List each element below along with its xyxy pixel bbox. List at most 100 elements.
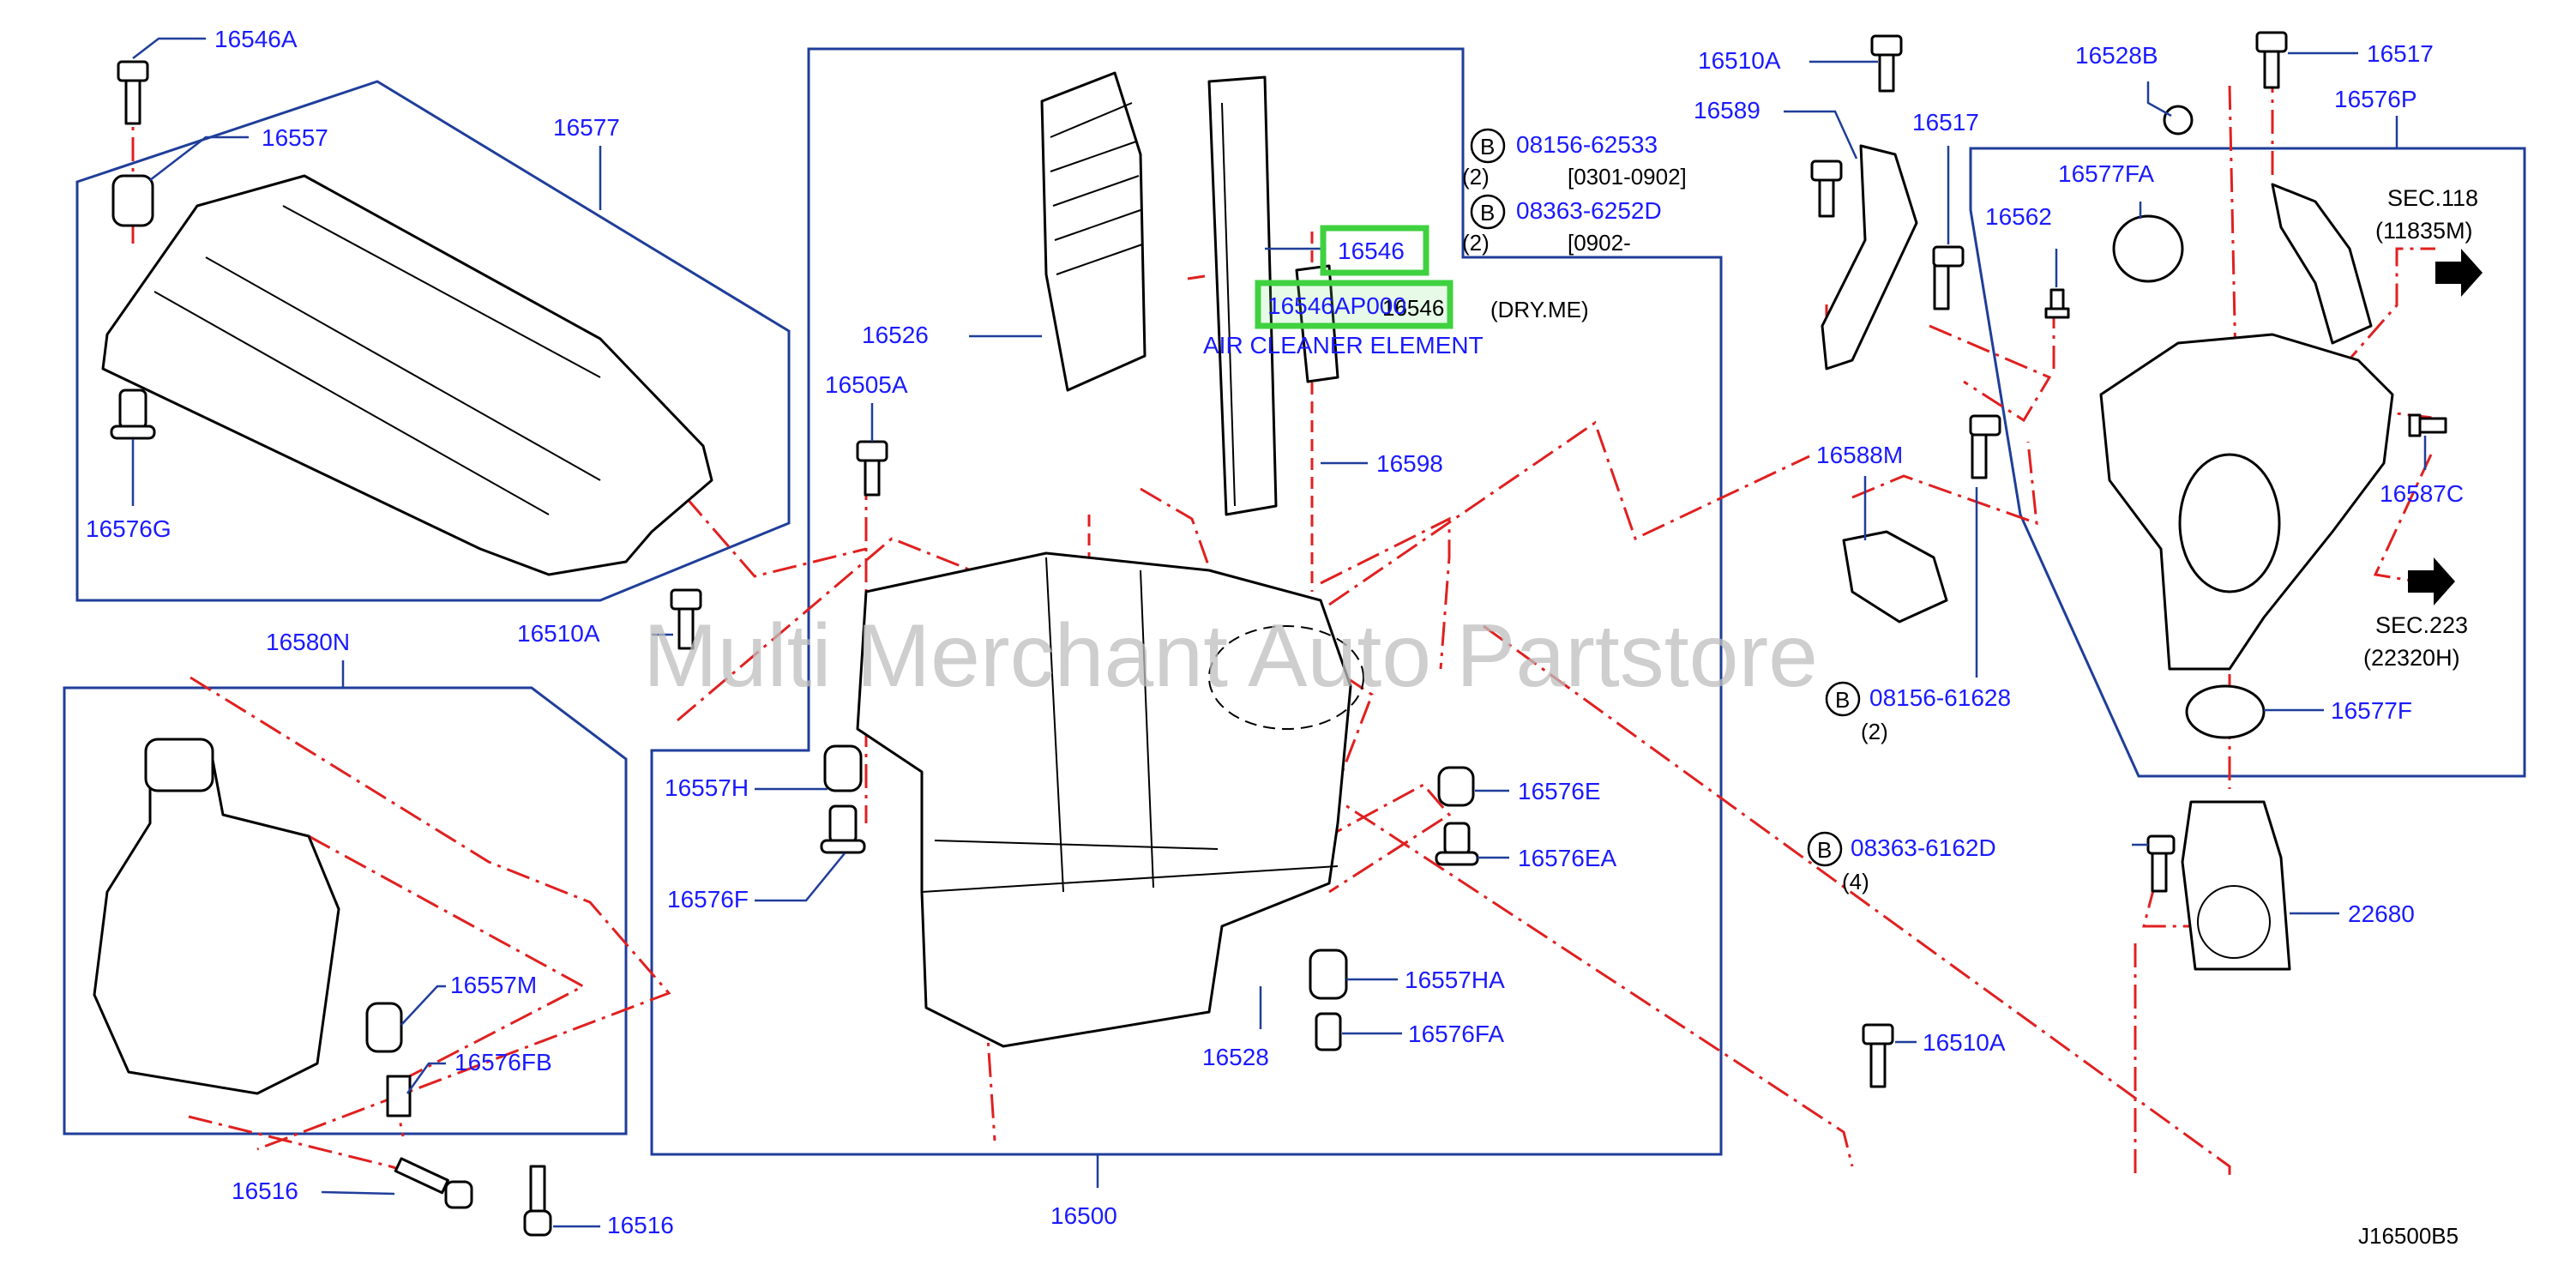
- part-label[interactable]: 16557H: [665, 774, 749, 801]
- airflow-meter-bore: [2197, 885, 2271, 959]
- body-detail: [921, 557, 1339, 893]
- part-label[interactable]: 16576EA: [1518, 845, 1617, 871]
- intake-bellows: [2178, 453, 2281, 593]
- b-marker-letter: B: [1817, 837, 1832, 863]
- bolt-qty: (2): [1861, 719, 1888, 744]
- part-label[interactable]: 16580N: [266, 629, 350, 655]
- assembly-line: [1929, 324, 2052, 423]
- part-label[interactable]: 16516: [232, 1178, 298, 1204]
- b-marker-icon: [1470, 194, 1506, 230]
- part-label[interactable]: 16576P: [2334, 86, 2417, 112]
- part-label[interactable]: 16576F: [667, 886, 749, 913]
- part-label[interactable]: 16577: [553, 114, 620, 141]
- bolt-number-08363-6252D[interactable]: 08363-6252D: [1516, 197, 1662, 224]
- bolt-number-08363-6162D[interactable]: 08363-6162D: [1851, 834, 1996, 861]
- part-label-16546[interactable]: 16546: [1338, 238, 1405, 264]
- cover-ribs: [1050, 102, 1143, 275]
- bolt-qty: (2): [1462, 230, 1490, 256]
- grommet-icon: [1437, 766, 1475, 807]
- collar-icon: [820, 804, 866, 854]
- leader-line: [132, 37, 206, 59]
- bolt-range: [0301-0902]: [1568, 164, 1687, 190]
- frame-group: [63, 47, 2526, 1156]
- section-ref: SEC.118: [2387, 185, 2478, 211]
- part-label[interactable]: 16510A: [517, 620, 600, 647]
- part-label[interactable]: 16577F: [2331, 697, 2412, 724]
- b-marker-letter: B: [1480, 200, 1495, 226]
- assembly-line: [1320, 516, 1451, 670]
- part-label[interactable]: 16510A: [1698, 47, 1781, 74]
- bolt-icon: [2146, 834, 2176, 893]
- fasteners: [110, 31, 2447, 1237]
- assembly-line: [677, 537, 978, 722]
- part-label[interactable]: 16562: [1985, 203, 2052, 230]
- leader-line: [149, 136, 249, 181]
- b-marker-letter: B: [1835, 687, 1850, 713]
- assembly-line: [188, 1115, 447, 1185]
- air-duct-detail: [153, 205, 601, 515]
- part-label[interactable]: 16546A: [214, 26, 298, 52]
- part-label[interactable]: 16576FB: [454, 1049, 552, 1075]
- resonator-shape: [93, 744, 340, 1095]
- assembly-line: [1187, 274, 1206, 280]
- part-label[interactable]: 16576G: [86, 515, 172, 542]
- bolt-number-08156-61628[interactable]: 08156-61628: [1869, 684, 2011, 711]
- highlight-box-16546[interactable]: [1320, 225, 1429, 276]
- collar-icon: [110, 389, 156, 440]
- part-label[interactable]: 16557: [262, 124, 328, 151]
- part-label[interactable]: 16557M: [450, 972, 537, 998]
- collar-icon: [1435, 822, 1479, 866]
- part-label[interactable]: 16517: [1912, 109, 1979, 136]
- bolt-icon: [2255, 31, 2288, 89]
- grommet-icon: [823, 744, 863, 792]
- grommet-icon: [111, 174, 154, 227]
- part-label[interactable]: 16516: [607, 1212, 674, 1238]
- bolt-icon: [523, 1165, 552, 1237]
- clamp-16577F-shape: [2185, 684, 2266, 739]
- part-label[interactable]: 16528: [1202, 1044, 1269, 1070]
- assembly-line: [1320, 787, 1854, 1167]
- bracket-shape: [1821, 144, 1918, 370]
- section-ref-sub: (11835M): [2375, 218, 2473, 244]
- bolt-icon: [1969, 414, 2001, 479]
- part-label[interactable]: 16526: [862, 322, 929, 348]
- bolt-markers: [1470, 128, 1861, 867]
- b-marker-icon: [1825, 681, 1861, 717]
- arrow-sec118: [2435, 249, 2483, 297]
- part-label[interactable]: 16589: [1694, 97, 1760, 123]
- part-label[interactable]: 16598: [1376, 450, 1443, 477]
- pin-icon: [2408, 413, 2447, 437]
- highlight-box-replacement[interactable]: [1255, 280, 1454, 329]
- part-label[interactable]: 16505A: [825, 371, 908, 398]
- bolt-number-08156-62533[interactable]: 08156-62533: [1516, 131, 1658, 158]
- part-label[interactable]: 22680: [2348, 901, 2415, 927]
- part-label[interactable]: 16577FA: [2058, 160, 2154, 187]
- part-label[interactable]: 16557HA: [1405, 967, 1505, 993]
- frame-air-cleaner: [650, 47, 1723, 1156]
- part-label[interactable]: 16576E: [1518, 778, 1601, 804]
- part-label[interactable]: 16517: [2367, 40, 2434, 67]
- part-label[interactable]: 16510A: [1923, 1029, 2006, 1056]
- part-label[interactable]: 16528B: [2075, 42, 2158, 69]
- collar-icon: [386, 1075, 412, 1117]
- section-ref: SEC.223: [2375, 612, 2468, 638]
- pin-icon: [2044, 288, 2070, 319]
- part-label[interactable]: 16588M: [1816, 442, 1903, 468]
- part-label[interactable]: 16576FA: [1408, 1021, 1504, 1047]
- air-cleaner-element-shape: [1207, 75, 1278, 516]
- leader-line: [406, 1062, 446, 1094]
- replacement-part-number[interactable]: 16546AP000: [1267, 292, 1406, 319]
- assembly-line: [1483, 624, 2231, 1175]
- part-label[interactable]: 16500: [1050, 1202, 1117, 1229]
- element-spec: (DRY.ME): [1490, 297, 1589, 322]
- grommet-icon: [1309, 949, 1348, 1000]
- bolt-range: [0902-: [1568, 230, 1631, 256]
- bolt-icon: [856, 440, 888, 497]
- assembly-line: [1328, 420, 1810, 606]
- bolt-icon: [1862, 1023, 1894, 1088]
- bolt-icon: [670, 588, 702, 650]
- assembly-line: [1851, 441, 2038, 526]
- part-label[interactable]: 16587C: [2380, 480, 2464, 507]
- collar-icon: [1315, 1012, 1342, 1051]
